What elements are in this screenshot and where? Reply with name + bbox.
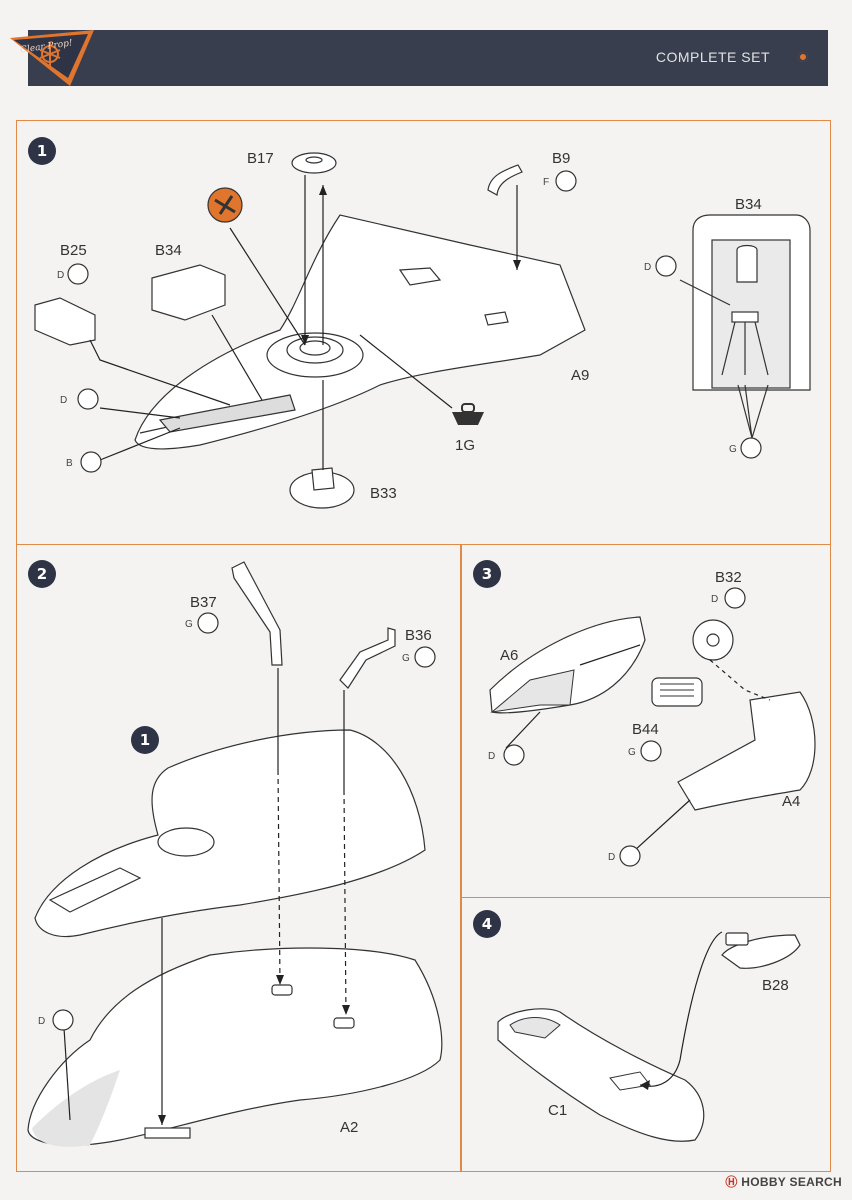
paint-code-d-inset: D [644,262,651,273]
step-2-badge: 2 [28,560,56,588]
label-a4: A4 [782,793,800,810]
step-4-badge: 4 [473,910,501,938]
part-b17-shape [291,152,337,174]
part-b36-shape [339,627,396,689]
header-bar: COMPLETE SET [28,30,828,86]
label-b33: B33 [370,485,397,502]
watermark-text: HOBBY SEARCH [741,1175,842,1189]
paint-code-d-a4: D [608,852,615,863]
page-title: COMPLETE SET [655,49,770,65]
label-b34: B34 [155,242,182,259]
label-a2: A2 [340,1119,358,1136]
header-dot-icon [798,52,808,62]
label-b37: B37 [190,594,217,611]
paint-code-g: G [729,444,737,455]
label-b28: B28 [762,977,789,994]
part-b25-shape [34,297,96,346]
paint-code-d-a2: D [38,1016,45,1027]
label-b25: B25 [60,242,87,259]
paint-code-d: D [57,270,64,281]
label-b34-inset: B34 [735,196,762,213]
hobby-search-logo-icon: Ⓗ [725,1175,738,1189]
label-1g: 1G [455,437,475,454]
label-b17: B17 [247,150,274,167]
part-c1-shape [497,1008,705,1142]
step-1-badge: 1 [28,137,56,165]
paint-code-b: B [66,458,73,469]
part-b9-shape [487,164,523,196]
paint-markers-step-3 [503,587,746,867]
weight-icon [452,403,484,425]
step-2-panel [16,544,462,1172]
label-b44: B44 [632,721,659,738]
part-b28-shape [721,932,801,969]
label-b9: B9 [552,150,570,167]
part-b44-shape [651,677,703,707]
b34-detail-inset [679,214,811,439]
subassembly-1-shape [34,729,426,938]
part-a4-shape [677,691,816,811]
part-a9-shape [134,214,586,450]
paint-code-d-a6: D [488,751,495,762]
paint-code-f: F [543,177,549,188]
label-c1: C1 [548,1102,567,1119]
subassembly-1-badge: 1 [131,726,159,754]
hobby-search-watermark: Ⓗ HOBBY SEARCH [725,1173,842,1190]
label-a6: A6 [500,647,518,664]
paint-code-d-2: D [60,395,67,406]
paint-markers-step-1 [67,170,762,473]
paint-code-g-b44: G [628,747,636,758]
brand-logo [10,30,94,86]
part-b37-shape [231,561,283,666]
paint-code-g-b37: G [185,619,193,630]
label-b32: B32 [715,569,742,586]
part-b34-shape [151,264,226,321]
part-b33-shape [289,467,355,509]
paint-code-g-b36: G [402,653,410,664]
paint-code-d-b32: D [711,594,718,605]
step-3-badge: 3 [473,560,501,588]
label-a9: A9 [571,367,589,384]
part-b32-shape [692,619,734,661]
remove-warning-icon [207,187,243,223]
label-b36: B36 [405,627,432,644]
paint-markers-step-2 [52,612,436,1031]
step-4-panel [460,897,831,1172]
